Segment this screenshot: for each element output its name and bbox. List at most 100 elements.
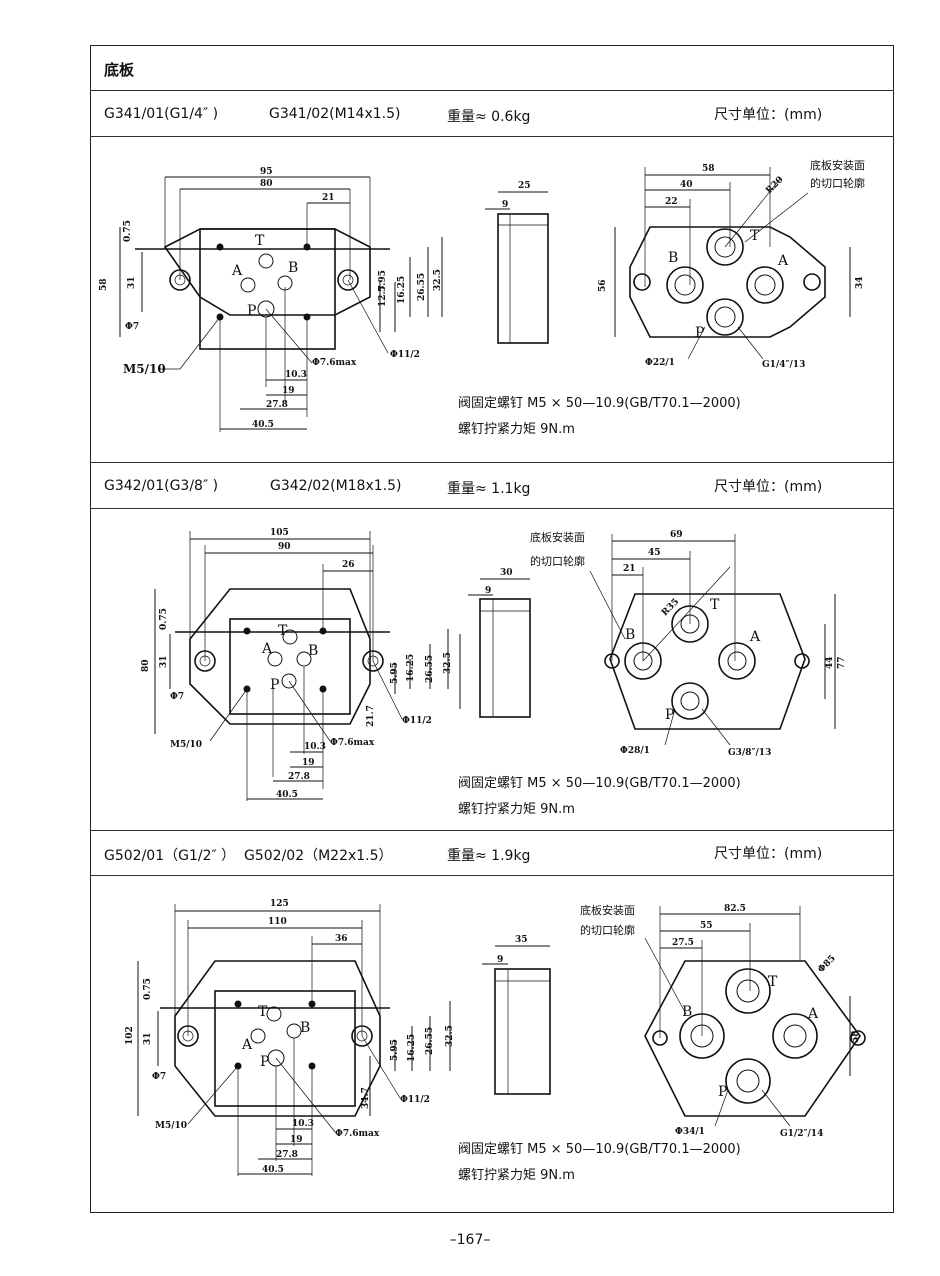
dim-text: 27.8 — [288, 772, 310, 782]
dim-text: 19 — [282, 386, 295, 396]
port-label: T — [278, 623, 288, 639]
port-label: P — [695, 325, 704, 341]
note-text: 底板安装面 — [580, 903, 635, 917]
port-label: B — [288, 260, 298, 276]
dim-text: 36 — [335, 934, 348, 944]
top-view: 58 40 22 R20 56 34 Φ22/1 G1/4″/13 底板安装面 … — [598, 158, 865, 370]
port-label: B — [625, 627, 635, 643]
torque-note: 螺钉拧紧力矩 9N.m — [458, 1168, 575, 1183]
dim-text: G3/8″/13 — [728, 748, 771, 758]
dim-text: 58 — [851, 1030, 861, 1043]
dim-text: 58 — [702, 164, 715, 174]
port-label: T — [258, 1004, 268, 1020]
dim-text: 26 — [342, 560, 355, 570]
dim-text: Φ7.6max — [335, 1129, 380, 1139]
dim-text: 110 — [268, 917, 287, 927]
dim-text: 69 — [670, 530, 683, 540]
dim-text: 80 — [260, 179, 273, 189]
weight: 重量≈ 1.1kg — [447, 481, 531, 497]
top-view: 82.5 55 27.5 Φ85 58 Φ34/1 G1/2″/14 底板安装面… — [580, 903, 866, 1139]
dim-text: M5/10 — [155, 1121, 187, 1131]
dim-text: 32.5 — [443, 652, 453, 674]
note-text: 的切口轮廓 — [580, 923, 635, 937]
dim-text: 9 — [502, 200, 508, 210]
dim-text: 10.3 — [285, 370, 307, 380]
dim-text: 10.3 — [292, 1119, 314, 1129]
dim-text: 35 — [515, 935, 528, 945]
dim-text: 105 — [270, 528, 289, 538]
dim-text: 5.95 — [378, 270, 388, 292]
dim-text: 16.25 — [407, 1034, 417, 1062]
dim-text: 25 — [518, 181, 531, 191]
dim-text: 27.5 — [672, 938, 694, 948]
model-a: G341/01(G1/4″ ) — [104, 106, 219, 122]
side-view: 125 110 36 102 31 0.75 Φ7 M5/10 5.95 16.… — [125, 899, 455, 1176]
screw-note: 阀固定螺钉 M5 × 50—10.9(GB/T70.1—2000) — [458, 1142, 741, 1157]
divider — [90, 830, 894, 831]
thickness-view: 25 9 — [485, 181, 549, 344]
drawing-g502: 125 110 36 102 31 0.75 Φ7 M5/10 5.95 16.… — [125, 899, 866, 1176]
note-text: 的切口轮廓 — [810, 176, 865, 190]
port-label: T — [768, 974, 778, 990]
dim-text: 30 — [500, 568, 513, 578]
dim-text: 0.75 — [159, 608, 169, 630]
dim-text: 26.55 — [425, 655, 435, 683]
divider — [90, 462, 894, 463]
dim-text: Φ7.6max — [312, 358, 357, 368]
dim-text: 31 — [127, 276, 137, 289]
dim-text: M5/10 — [170, 740, 202, 750]
dim-text: 125 — [270, 899, 289, 909]
thickness-view: 35 9 — [482, 935, 551, 1095]
dim-text: 44 — [825, 656, 835, 669]
unit-label: 尺寸单位：(mm) — [714, 846, 823, 862]
dim-text: Φ7 — [170, 692, 184, 702]
divider — [90, 508, 894, 509]
screw-note: 阀固定螺钉 M5 × 50—10.9(GB/T70.1—2000) — [458, 396, 741, 411]
dim-text: 9 — [497, 955, 503, 965]
dim-text: 27.8 — [276, 1150, 298, 1160]
dim-text: 95 — [260, 167, 273, 177]
dim-text: 40.5 — [276, 790, 298, 800]
port-label: A — [777, 253, 789, 269]
divider — [90, 875, 894, 876]
dim-text: 31 — [159, 655, 169, 668]
port-label: P — [665, 707, 674, 723]
torque-note: 螺钉拧紧力矩 9N.m — [458, 802, 575, 817]
weight: 重量≈ 1.9kg — [447, 848, 531, 864]
dim-text: 26.55 — [417, 273, 427, 301]
dim-text: 5.95 — [390, 662, 400, 684]
top-view: 69 45 21 R35 44 77 Φ28/1 G3/8″/13 底板安装面 … — [530, 530, 847, 758]
base-plate-outline — [163, 228, 371, 316]
port-label: P — [270, 677, 279, 693]
dim-text: 58 — [99, 278, 109, 291]
dim-text: 82.5 — [724, 904, 746, 914]
page-frame — [90, 45, 894, 1213]
dim-text: 19 — [290, 1135, 303, 1145]
model-a: G342/01(G3/8″ ) — [104, 478, 219, 494]
divider — [90, 90, 894, 91]
drawing-g342: 105 90 26 80 31 0.75 Φ7 M5/10 5.95 16.25… — [141, 528, 847, 801]
page-number: –167– — [449, 1232, 491, 1248]
dim-text: 21.7 — [366, 705, 376, 727]
port-label: B — [300, 1020, 310, 1036]
dim-text: 16.25 — [406, 654, 416, 682]
dim-text: 9 — [485, 586, 491, 596]
dim-text: 34.7 — [361, 1087, 371, 1109]
dim-text: Φ7.6max — [330, 738, 375, 748]
dim-text: R20 — [764, 175, 785, 196]
dim-text: G1/4″/13 — [762, 360, 805, 370]
dim-text: 90 — [278, 542, 291, 552]
note-text: 底板安装面 — [530, 530, 585, 544]
port-label: T — [255, 233, 265, 249]
weight: 重量≈ 0.6kg — [447, 109, 531, 125]
dim-text: 31 — [143, 1032, 153, 1045]
dim-text: 32.5 — [433, 269, 443, 291]
dim-text: 27.8 — [266, 400, 288, 410]
dim-text: 40.5 — [252, 420, 274, 430]
dim-text: 40.5 — [262, 1165, 284, 1175]
thickness-view: 30 9 — [468, 568, 531, 718]
dim-text: 5.95 — [390, 1039, 400, 1061]
torque-note: 螺钉拧紧力矩 9N.m — [458, 422, 575, 437]
port-label: A — [807, 1006, 819, 1022]
dim-text: Φ28/1 — [620, 746, 650, 756]
